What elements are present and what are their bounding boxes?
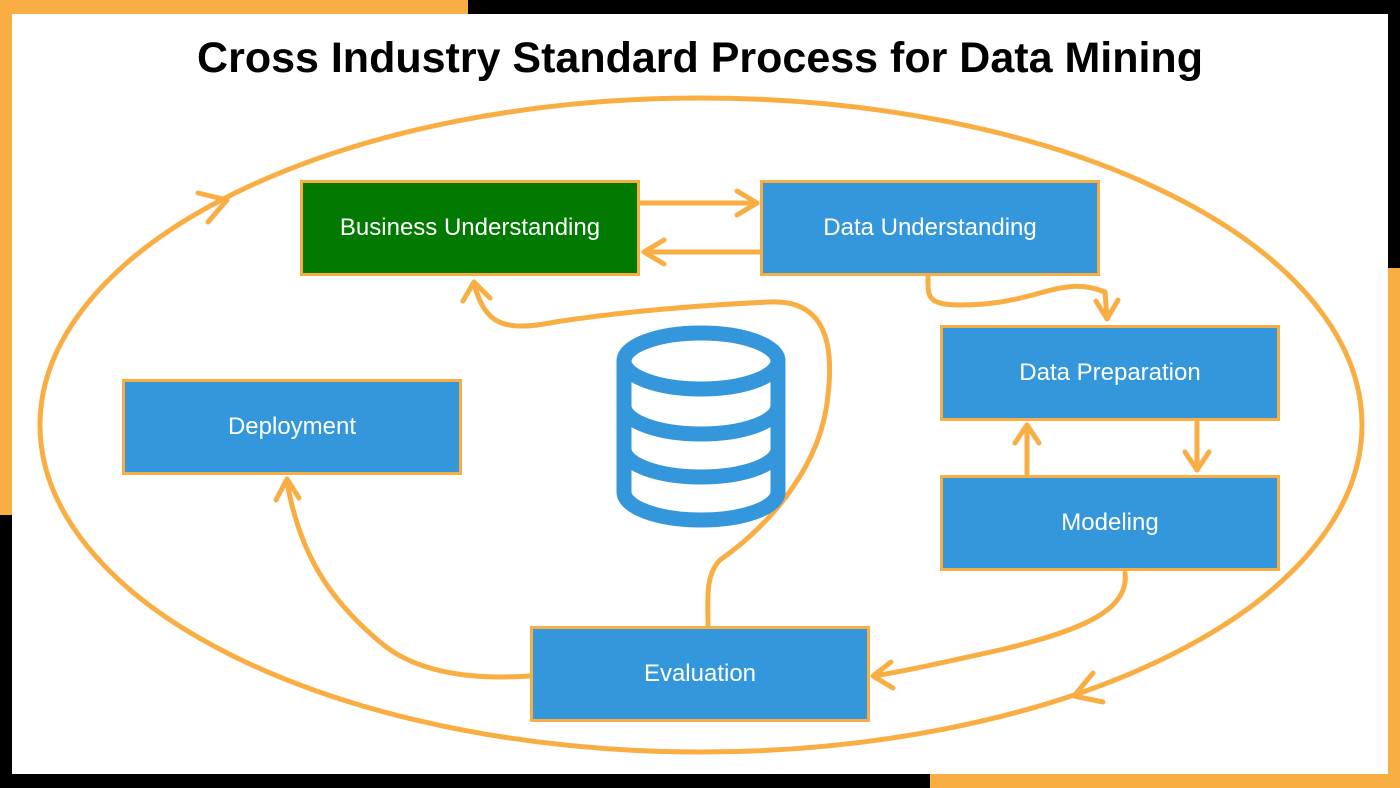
arrow-evaluation-to-business-head — [460, 279, 493, 304]
phase-data-preparation-label: Data Preparation — [1019, 359, 1201, 386]
frame-accent-right — [1388, 268, 1400, 788]
arrow-data-to-preparation-head — [1093, 297, 1121, 322]
phase-deployment-label: Deployment — [227, 413, 357, 440]
outer-cycle-arrowhead-top — [195, 190, 230, 225]
arrow-data-to-business-head — [641, 237, 667, 267]
database-icon — [616, 325, 786, 528]
outer-cycle-ellipse — [37, 95, 1365, 755]
arrow-preparation-to-modeling-head — [1182, 449, 1212, 473]
arrow-modeling-to-evaluation-head — [870, 659, 896, 691]
arrow-evaluation-to-business — [471, 281, 833, 628]
phase-business-understanding-label: Business Understanding — [339, 214, 601, 241]
phase-modeling-label: Modeling — [1061, 509, 1159, 536]
arrow-business-to-data-head — [734, 188, 760, 218]
arrow-evaluation-to-deployment-head — [273, 476, 302, 503]
phase-data-preparation: Data Preparation — [940, 325, 1280, 421]
frame-accent-left — [0, 0, 12, 515]
phase-modeling: Modeling — [940, 475, 1280, 571]
arrow-modeling-to-evaluation — [871, 570, 1128, 679]
phase-evaluation: Evaluation — [530, 626, 870, 722]
outer-cycle-arrowhead-bottom — [1071, 670, 1106, 705]
diagram-title: Cross Industry Standard Process for Data… — [197, 34, 1203, 82]
phase-data-understanding-label: Data Understanding — [823, 214, 1037, 241]
frame-accent-bottom-right — [930, 774, 1400, 788]
phase-business-understanding: Business Understanding — [300, 180, 640, 276]
phase-deployment: Deployment — [122, 379, 462, 475]
frame-accent-top-left — [0, 0, 468, 14]
phase-evaluation-label: Evaluation — [643, 660, 757, 687]
arrow-evaluation-to-deployment — [284, 479, 533, 680]
arrow-modeling-to-preparation-head — [1012, 422, 1042, 446]
phase-data-understanding: Data Understanding — [760, 180, 1100, 276]
arrow-data-to-preparation — [925, 273, 1110, 321]
